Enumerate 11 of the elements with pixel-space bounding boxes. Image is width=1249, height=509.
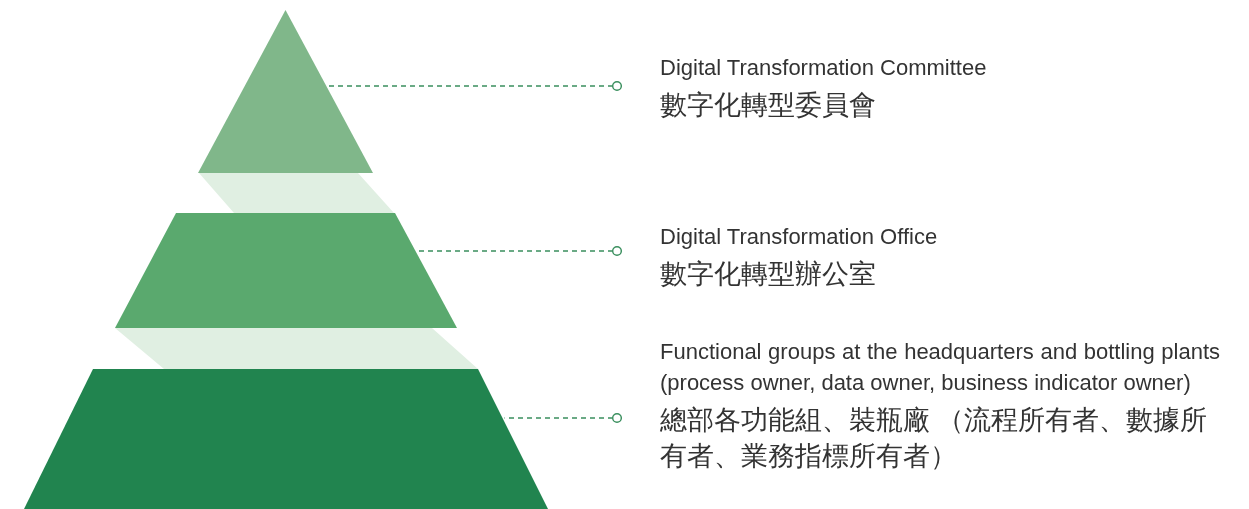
chinese-label: 數字化轉型辦公室 (660, 258, 877, 291)
leader-line (327, 81, 623, 91)
english-label: Functional groups at the headquarters and bottling plants (process owner, data owner, business indicator owner) (660, 338, 1220, 397)
chinese-label: 總部各功能組、裝瓶廠 （流程所有者、數據所有者、業務指標所有者） (660, 404, 1209, 473)
english-label: Digital Transformation Office (660, 223, 939, 251)
pyramid-tier (115, 213, 457, 328)
pyramid-tier (198, 10, 373, 173)
english-label: Digital Transformation Committee (660, 54, 988, 82)
leader-line (416, 246, 623, 256)
pyramid-tier (24, 369, 548, 509)
chinese-label: 數字化轉型委員會 (660, 89, 877, 122)
